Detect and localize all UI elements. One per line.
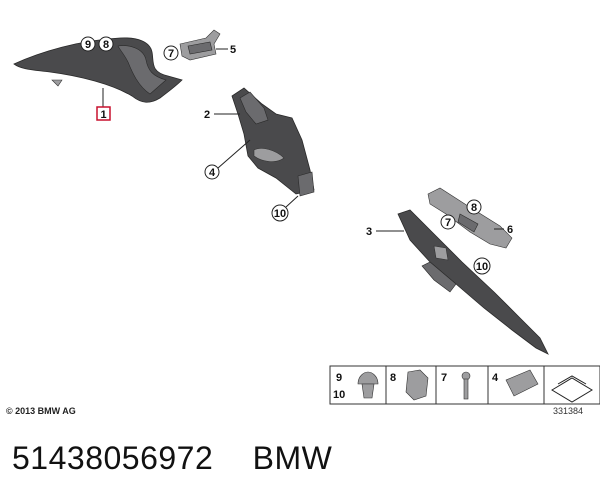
callout-8b: 8 bbox=[466, 199, 482, 215]
svg-text:7: 7 bbox=[168, 48, 174, 60]
part-a-pillar-trim[interactable] bbox=[13, 37, 183, 103]
svg-text:7: 7 bbox=[445, 217, 451, 229]
svg-text:8: 8 bbox=[390, 372, 396, 384]
legend-cell-rivet: 7 bbox=[441, 371, 471, 400]
callout-7a: 7 bbox=[163, 45, 179, 61]
svg-text:8: 8 bbox=[471, 202, 477, 214]
parts-diagram: 1 9 8 7 5 2 4 10 bbox=[13, 29, 600, 416]
callout-10b: 10 bbox=[473, 257, 491, 275]
callout-4a: 4 bbox=[204, 139, 251, 180]
svg-text:2: 2 bbox=[204, 109, 210, 121]
svg-text:9: 9 bbox=[336, 372, 342, 384]
svg-text:7: 7 bbox=[441, 372, 447, 384]
svg-text:4: 4 bbox=[209, 167, 216, 179]
svg-text:10: 10 bbox=[476, 261, 488, 273]
svg-text:5: 5 bbox=[230, 44, 236, 56]
part-bracket-5[interactable] bbox=[179, 29, 221, 61]
legend-cell-clip-8: 8 bbox=[390, 369, 429, 401]
callout-10a: 10 bbox=[271, 195, 299, 222]
svg-text:3: 3 bbox=[366, 226, 372, 238]
callout-5: 5 bbox=[216, 44, 236, 56]
part-b-pillar-trim[interactable] bbox=[231, 87, 315, 197]
svg-text:10: 10 bbox=[333, 389, 345, 401]
callout-6: 6 bbox=[494, 224, 513, 236]
diagram-number: 331384 bbox=[553, 406, 583, 416]
svg-text:8: 8 bbox=[103, 39, 109, 51]
brand-name: BMW bbox=[252, 440, 333, 476]
callout-9: 9 bbox=[80, 36, 96, 52]
callout-7b: 7 bbox=[440, 214, 456, 230]
copyright-notice: © 2013 BMW AG bbox=[6, 406, 76, 416]
part-number: 51438056972 bbox=[12, 440, 214, 476]
fastener-legend: 9 10 8 7 4 331384 bbox=[329, 365, 600, 416]
legend-cell-clip: 9 10 bbox=[333, 371, 379, 401]
legend-cell-cover: 4 bbox=[492, 369, 539, 397]
callout-8a: 8 bbox=[98, 36, 114, 52]
callout-1: 1 bbox=[96, 88, 111, 121]
part-caption: 51438056972 BMW bbox=[12, 440, 332, 477]
svg-text:1: 1 bbox=[100, 109, 106, 121]
part-c-pillar-trim[interactable] bbox=[397, 209, 549, 355]
svg-text:9: 9 bbox=[85, 39, 91, 51]
callout-2: 2 bbox=[204, 109, 240, 121]
arrow-icon bbox=[551, 375, 593, 403]
svg-text:10: 10 bbox=[274, 208, 286, 220]
part-bracket-6[interactable] bbox=[427, 187, 513, 249]
svg-text:6: 6 bbox=[507, 224, 513, 236]
callout-3: 3 bbox=[366, 226, 404, 238]
svg-text:4: 4 bbox=[492, 372, 499, 384]
